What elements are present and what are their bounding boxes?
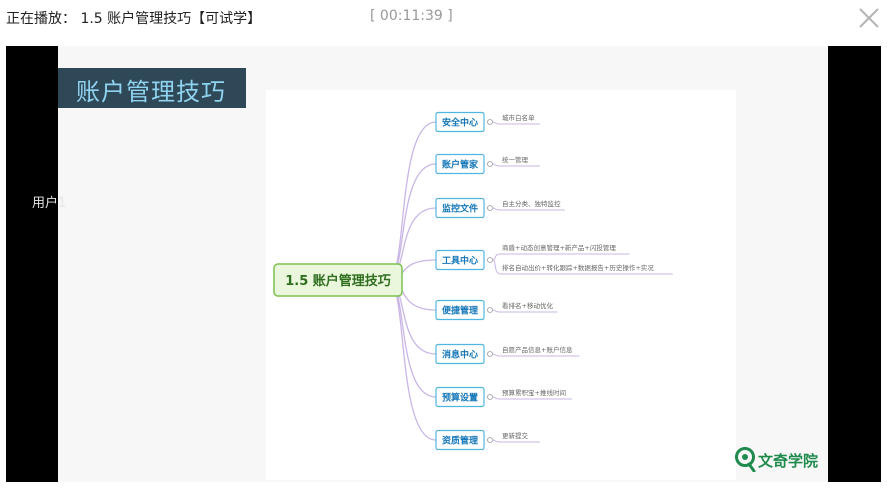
center-topic-label: 1.5 账户管理技巧	[285, 273, 391, 289]
collapse-icon	[487, 119, 493, 125]
header-bar: 正在播放： 1.5 账户管理技巧【可试学】 [ 00:11:39 ]	[0, 0, 889, 44]
branch-label: 账户管家	[442, 159, 479, 171]
collapse-icon	[487, 437, 493, 443]
brand-logo: 文奇学院	[734, 446, 824, 474]
collapse-icon	[487, 394, 493, 400]
video-player[interactable]: 安全中心 城市白名单账户管家 统一管理监控文件 自主分类、独特监控工具中心 商盾+动态创…	[6, 46, 881, 482]
branch-node	[435, 111, 485, 133]
logo-icon	[735, 447, 756, 473]
branch-label: 预算设置	[442, 392, 478, 404]
branch-node	[435, 153, 485, 175]
detail-connector	[492, 121, 501, 125]
video-frame: 安全中心 城市白名单账户管家 统一管理监控文件 自主分类、独特监控工具中心 商盾+动态创…	[58, 46, 828, 482]
detail-connector	[492, 439, 501, 443]
branch-label: 工具中心	[442, 255, 478, 267]
branch-node	[435, 299, 485, 321]
user-watermark: 用户1	[32, 196, 67, 211]
collapse-icon	[487, 161, 493, 167]
collapse-icon	[487, 307, 493, 313]
slide-title-box: 账户管理技巧	[58, 68, 246, 108]
branch-node	[435, 343, 485, 365]
branch-label: 监控文件	[442, 203, 478, 215]
detail-text: 更新提交	[502, 431, 529, 440]
branch-label: 安全中心	[442, 117, 478, 129]
detail-text: 预算累积宝+推线时间	[502, 388, 566, 397]
detail-text: 自主分类、独特监控	[502, 199, 561, 208]
detail-text: 城市白名单	[502, 113, 535, 122]
branch-node	[435, 197, 485, 219]
slide-title: 账户管理技巧	[76, 78, 226, 106]
center-topic-box	[273, 263, 403, 297]
detail-text: 自愿产品信息+账户信息	[502, 345, 573, 354]
playback-time: [ 00:11:39 ]	[370, 8, 453, 24]
detail-connector	[492, 259, 501, 275]
detail-connector	[492, 396, 501, 400]
detail-connector	[492, 163, 501, 167]
now-playing-title: 正在播放： 1.5 账户管理技巧【可试学】	[6, 11, 262, 27]
logo-text: 文奇学院	[758, 452, 819, 470]
detail-text: 排名自动出价+转化跟踪+数据报告+历史操作+实况	[502, 263, 654, 272]
branch-node	[435, 429, 485, 451]
detail-connector	[492, 309, 501, 313]
detail-text: 商盾+动态创意管理+新产品+闪投管理	[502, 243, 616, 252]
detail-text: 看排名+移动优化	[502, 301, 553, 310]
branch-label: 资质管理	[442, 435, 478, 447]
branch-node	[435, 249, 485, 271]
collapse-icon	[487, 351, 493, 357]
collapse-icon	[487, 257, 493, 263]
close-icon[interactable]	[856, 5, 882, 31]
detail-connector	[492, 207, 501, 211]
detail-connector	[492, 353, 501, 357]
detail-text: 统一管理	[502, 155, 529, 164]
collapse-icon	[487, 205, 493, 211]
branch-node	[435, 386, 485, 408]
branch-label: 消息中心	[442, 349, 478, 361]
branch-label: 便捷管理	[442, 305, 478, 317]
